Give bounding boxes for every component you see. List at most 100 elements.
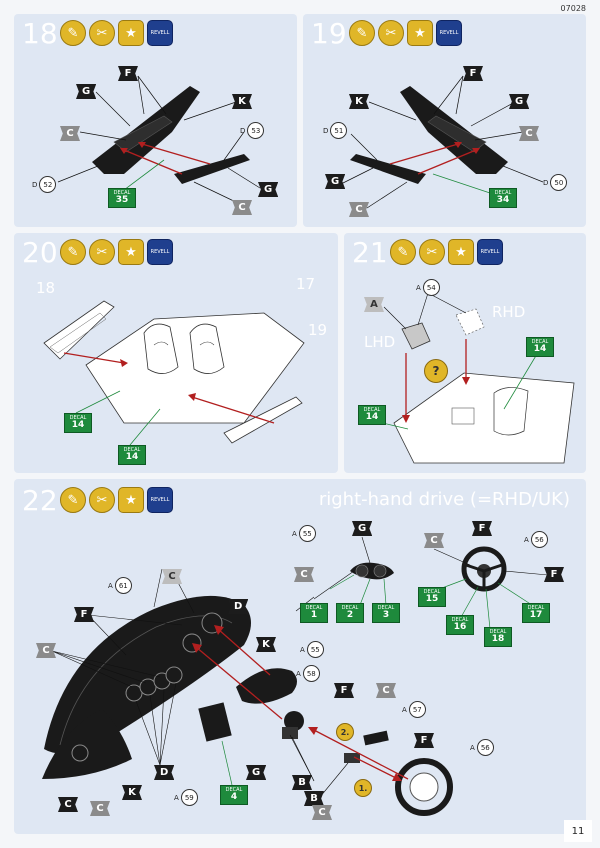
paint-pot-label: REVELL — [480, 248, 500, 255]
decal-2: DECAL 2 — [336, 603, 364, 623]
tag-c: C — [36, 643, 56, 658]
tag-k: K — [349, 94, 369, 109]
glue-icon: ✎ — [390, 239, 416, 265]
part-number: 58 — [302, 665, 320, 682]
step-21-panel: 21 ✎ ✂ ★ REVELL A A 54 RHD LHD ? DECAL 1… — [344, 233, 586, 473]
step-20-drawing — [43, 300, 305, 446]
tag-c: C — [162, 569, 182, 584]
part-letter: A — [108, 581, 113, 590]
part-a55: A 55 — [300, 641, 324, 658]
tag-b: B — [304, 791, 324, 806]
knife-icon: ✂ — [89, 239, 115, 265]
decal-label: DECAL — [341, 605, 359, 611]
part-letter: D — [32, 180, 38, 189]
decal-number: 15 — [425, 594, 439, 604]
step-22-panel: 22 ✎ ✂ ★ REVELL right-hand drive (=RHD/U… — [14, 479, 586, 834]
knife-icon: ✂ — [89, 20, 115, 46]
step-21-number: 21 — [352, 236, 388, 269]
paint-pot-icon: REVELL — [147, 487, 173, 513]
part-label-17: 17 — [296, 275, 316, 293]
glue-icon: ✎ — [60, 20, 86, 46]
decal-14: DECAL 14 — [526, 337, 554, 357]
decal-number: 14 — [125, 452, 139, 462]
decal-15: DECAL 15 — [418, 587, 446, 607]
tag-c: C — [312, 805, 332, 820]
tag-f: F — [74, 607, 94, 622]
tag-k: K — [122, 785, 142, 800]
tag-g: G — [352, 521, 373, 536]
page-number: 11 — [564, 820, 592, 842]
tag-c: C — [294, 567, 314, 582]
decal-number: 4 — [230, 792, 238, 802]
part-number: 53 — [247, 122, 265, 139]
paint-pot-icon: REVELL — [147, 20, 173, 46]
tag-g: G — [246, 765, 267, 780]
part-a61: A 61 — [108, 577, 132, 594]
part-letter: A — [292, 529, 297, 538]
part-a56: A 56 — [524, 531, 548, 548]
part-number: 51 — [330, 122, 348, 139]
tag-c: C — [232, 200, 252, 215]
tag-g: G — [258, 182, 279, 197]
part-label-19: 19 — [308, 321, 328, 339]
decal-label: DECAL — [69, 415, 87, 421]
tag-g: G — [509, 94, 530, 109]
decal-number: 16 — [453, 622, 467, 632]
part-a56: A 56 — [470, 739, 494, 756]
decal-label: DECAL — [305, 605, 323, 611]
part-letter: A — [174, 793, 179, 802]
part-number: 54 — [422, 279, 440, 296]
paint-pot-icon: REVELL — [147, 239, 173, 265]
paint-pot-label: REVELL — [150, 248, 170, 255]
part-number: 56 — [476, 739, 494, 756]
step-21-icons: ✎ ✂ ★ REVELL — [390, 239, 503, 265]
decal-number: 35 — [115, 195, 129, 205]
tag-f: F — [463, 66, 483, 81]
tag-b: B — [292, 775, 312, 790]
decal-14: DECAL 14 — [118, 445, 146, 465]
decal-label: DECAL — [527, 605, 545, 611]
part-number: 61 — [114, 577, 132, 594]
part-a54: A 54 — [416, 279, 440, 296]
decal-number: 3 — [382, 610, 390, 620]
decal-17: DECAL 17 — [522, 603, 550, 623]
tag-c: C — [519, 126, 539, 141]
part-letter: A — [296, 669, 301, 678]
tag-f: F — [118, 66, 138, 81]
tag-c: C — [424, 533, 444, 548]
paint-pot-label: REVELL — [150, 29, 170, 36]
decal-number: 14 — [533, 344, 547, 354]
star-icon: ★ — [118, 239, 144, 265]
decal-label: DECAL — [423, 589, 441, 595]
document-code: 07028 — [560, 4, 586, 13]
tag-c: C — [90, 801, 110, 816]
decal-35: DECAL 35 — [108, 188, 136, 208]
step-19-drawing — [340, 75, 544, 209]
part-d52: D 52 — [32, 176, 57, 193]
decal-label: DECAL — [489, 629, 507, 635]
part-a59: A 59 — [174, 789, 198, 806]
order-step-2: 2. — [336, 723, 354, 741]
decal-14: DECAL 14 — [64, 413, 92, 433]
decal-number: 14 — [71, 420, 85, 430]
part-number: 57 — [408, 701, 426, 718]
tag-d: C — [58, 797, 78, 812]
step-18-panel: 18 ✎ ✂ ★ REVELL F G K C G C D 53 D 52 DE… — [14, 14, 297, 227]
part-d53: D 53 — [240, 122, 265, 139]
part-a58: A 58 — [296, 665, 320, 682]
tag-d: D — [154, 765, 175, 780]
star-icon: ★ — [118, 487, 144, 513]
tag-f: F — [414, 733, 434, 748]
decal-label: DECAL — [377, 605, 395, 611]
part-letter: D — [240, 126, 246, 135]
knife-icon: ✂ — [378, 20, 404, 46]
decal-label: DECAL — [225, 787, 243, 793]
question-icon: ? — [424, 359, 448, 383]
decal-1: DECAL 1 — [300, 603, 328, 623]
part-letter: A — [402, 705, 407, 714]
part-number: 55 — [306, 641, 324, 658]
glue-icon: ✎ — [60, 239, 86, 265]
step-22-drawing — [42, 536, 549, 816]
part-letter: A — [416, 283, 421, 292]
part-number: 52 — [39, 176, 57, 193]
